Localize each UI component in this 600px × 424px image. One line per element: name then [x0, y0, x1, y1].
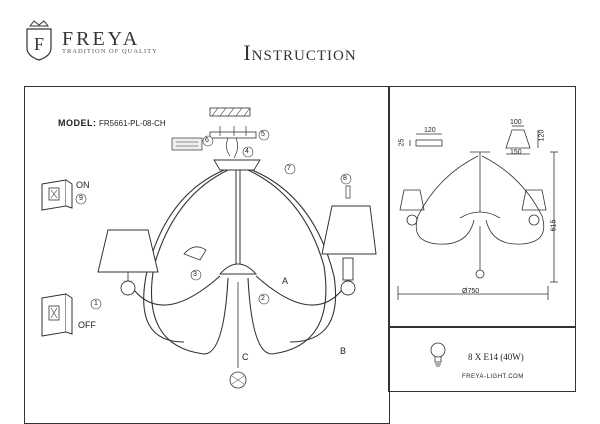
step-9-label: 9 — [79, 195, 83, 202]
switch-on-label: ON — [76, 180, 90, 190]
model-label: MODEL: FR5661-PL-08-CH — [58, 118, 166, 128]
step-6-label: 6 — [205, 137, 209, 144]
ceiling-hatch-icon — [209, 107, 251, 117]
dim-top-width: 120 — [424, 127, 436, 134]
step-5-label: 5 — [261, 131, 265, 138]
dim-shade-height: 120 — [538, 129, 546, 142]
spec-panel — [388, 326, 576, 392]
assembly-diagram — [97, 107, 377, 389]
switch-off-icon — [41, 293, 73, 337]
brand-name: FREYA — [62, 28, 141, 50]
dim-total-height: 615 — [550, 219, 558, 232]
screw-detail-icon — [171, 137, 203, 151]
light-bulb-icon — [430, 342, 446, 367]
step-2-label: 2 — [261, 295, 265, 302]
page-title: Instruction — [243, 40, 357, 65]
dim-diameter: Ø750 — [462, 288, 480, 295]
step-1-marker — [90, 298, 102, 310]
svg-text:F: F — [34, 34, 44, 54]
dim-shade-top: 100 — [510, 119, 522, 126]
step-5-marker — [258, 129, 270, 141]
step-3-label: 3 — [193, 271, 197, 278]
step-7-label: 7 — [287, 165, 291, 172]
step-8-label: 8 — [343, 175, 347, 182]
step-2-marker — [258, 293, 270, 305]
dimensions-panel — [388, 86, 576, 328]
bulb-spec: 8 X E14 (40W) — [468, 352, 524, 362]
dim-shade-bottom: 150 — [510, 149, 522, 156]
part-c-label: C — [242, 352, 249, 362]
brand-logo-icon: F — [24, 18, 54, 62]
part-b-label: B — [340, 346, 347, 356]
step-4-marker — [242, 146, 254, 158]
step-7-marker — [284, 163, 296, 175]
switch-off-label: OFF — [78, 320, 96, 330]
model-label-prefix: MODEL: — [58, 118, 97, 128]
model-code: FR5661-PL-08-CH — [99, 119, 166, 128]
dimensions-diagram — [397, 125, 558, 300]
brand-tagline: TRADITION OF QUALITY — [62, 48, 158, 55]
step-3-marker — [190, 269, 202, 281]
part-a-label: A — [282, 276, 289, 286]
step-8-marker — [340, 173, 352, 185]
right-lampshade-icon — [321, 205, 377, 296]
step-9-marker — [75, 193, 87, 205]
left-lampshade-icon — [97, 229, 159, 296]
dim-top-height: 25 — [398, 138, 406, 147]
hand-pointer-icon — [183, 246, 207, 261]
step-1-label: 1 — [94, 300, 98, 307]
step-4-label: 4 — [245, 148, 249, 155]
step-6-marker — [202, 135, 214, 147]
website-url: FREYA-LIGHT.COM — [462, 374, 524, 380]
switch-on-icon — [41, 179, 73, 211]
